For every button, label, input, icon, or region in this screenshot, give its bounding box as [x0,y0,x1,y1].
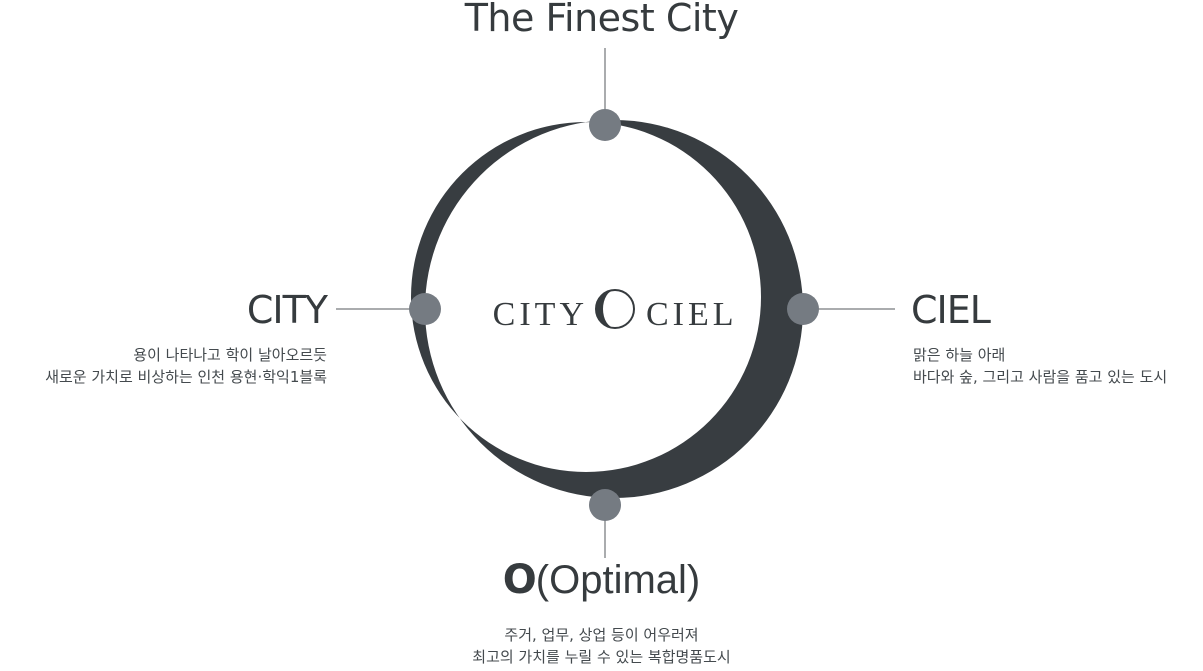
logo-word-ciel: CIEL [646,296,738,333]
ciel-description-line: 바다와 숲, 그리고 사람을 품고 있는 도시 [913,368,1168,386]
ciel-title: CIEL [911,288,991,332]
optimal-description-line: 주거, 업무, 상업 등이 어우러져 [504,626,699,644]
crescent-ring [411,120,803,498]
node-top [589,109,621,141]
logo-o-mark [595,289,635,329]
optimal-title: O(Optimal) [0,557,1203,603]
node-right [787,293,819,325]
city-description: 용이 나타나고 학이 날아오르듯 새로운 가치로 비상하는 인천 용현·학익1블… [45,344,327,388]
optimal-description-line: 최고의 가치를 누릴 수 있는 복합명품도시 [472,648,731,666]
node-bottom [589,489,621,521]
top-title: The Finest City [464,0,739,40]
optimal-description: 주거, 업무, 상업 등이 어우러져 최고의 가치를 누릴 수 있는 복합명품도… [0,624,1203,668]
city-title: CITY [246,288,328,332]
city-description-line: 새로운 가치로 비상하는 인천 용현·학익1블록 [45,368,327,386]
city-o-ciel-logo: CITY CIEL [493,289,738,333]
city-description-line: 용이 나타나고 학이 날아오르듯 [133,346,327,364]
ciel-description: 맑은 하늘 아래 바다와 숲, 그리고 사람을 품고 있는 도시 [913,344,1167,388]
logo-word-city: CITY [493,296,588,333]
ciel-description-line: 맑은 하늘 아래 [913,346,1006,364]
optimal-title-paren: (Optimal) [535,558,701,602]
optimal-title-letter: O [502,557,537,603]
node-left [409,293,441,325]
